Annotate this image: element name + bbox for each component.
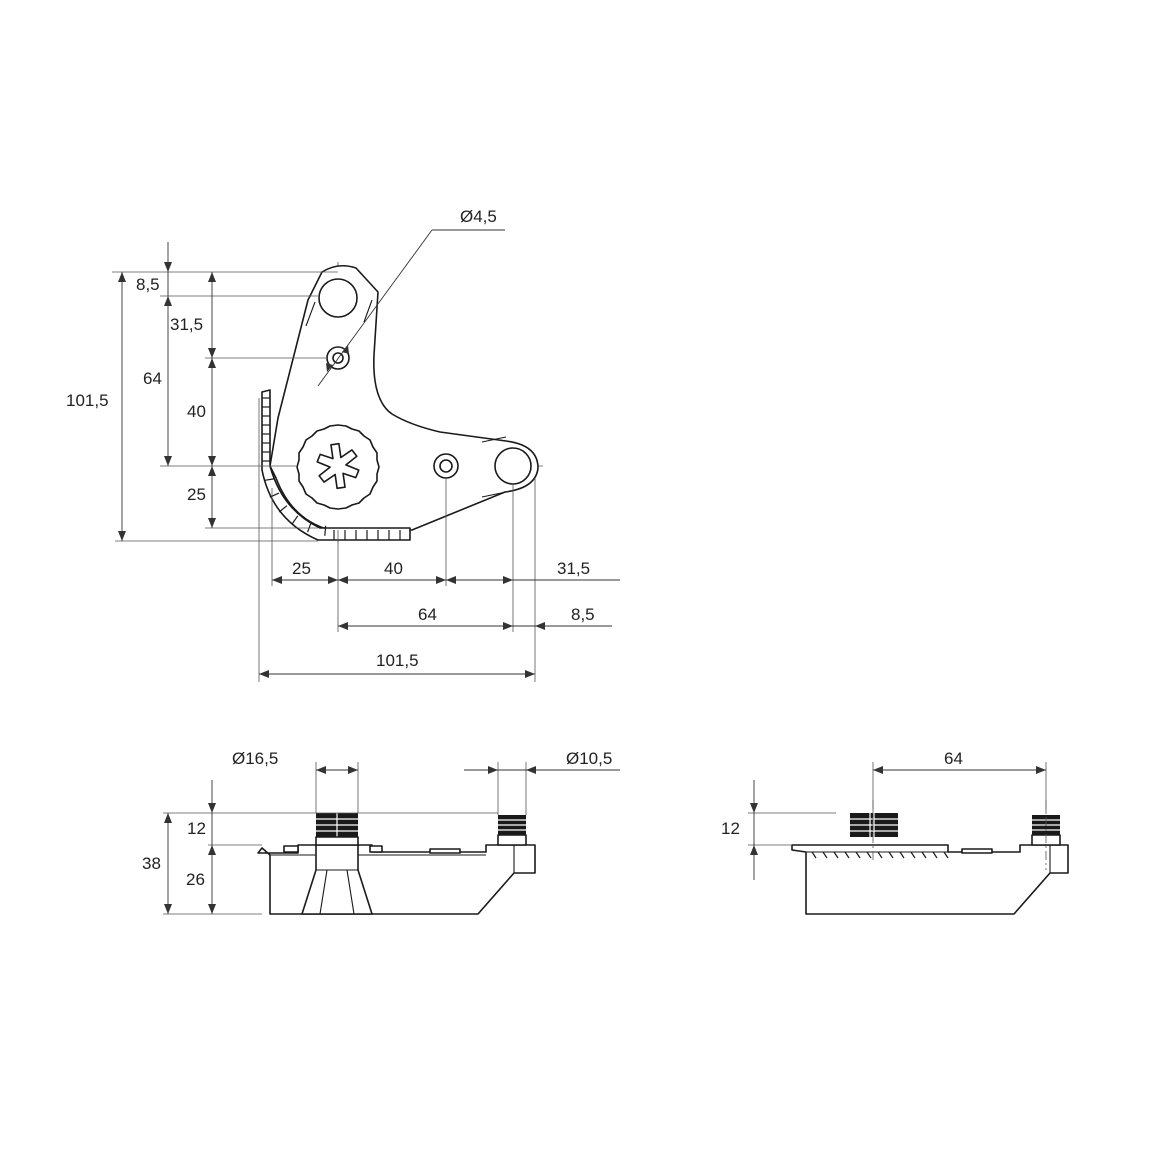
tooth-line — [291, 515, 299, 525]
tooth-line — [921, 851, 927, 859]
label-12-front: 12 — [187, 819, 206, 838]
label-101-5-horizontal: 101,5 — [376, 651, 419, 670]
tooth-line — [888, 851, 894, 859]
label-diameter-4-5: Ø4,5 — [460, 207, 497, 226]
label-64-horizontal: 64 — [418, 605, 437, 624]
label-12-side: 12 — [721, 819, 740, 838]
label-101-5-vertical: 101,5 — [66, 391, 109, 410]
tooth-line — [899, 851, 905, 859]
top-view: Ø4,5 8,5 31,5 64 40 101,5 25 — [66, 207, 620, 682]
tooth-line — [910, 851, 916, 859]
side-body — [791, 844, 1069, 915]
tooth-line — [932, 851, 938, 859]
label-25-vertical: 25 — [187, 485, 206, 504]
label-40-horizontal: 40 — [384, 559, 403, 578]
label-64-side: 64 — [944, 749, 963, 768]
label-38-front: 38 — [142, 854, 161, 873]
tooth-line — [855, 851, 861, 859]
label-31-5-horizontal: 31,5 — [557, 559, 590, 578]
tooth-line — [833, 851, 839, 859]
tooth-line — [943, 851, 949, 859]
tooth-line — [866, 851, 872, 859]
label-31-5-vertical: 31,5 — [170, 315, 203, 334]
tooth-line — [269, 492, 280, 498]
tooth-line — [264, 478, 275, 481]
gear-teeth — [261, 389, 411, 541]
label-diameter-16-5: Ø16,5 — [232, 749, 278, 768]
tooth-line — [307, 522, 312, 533]
label-8-5-vertical: 8,5 — [136, 275, 160, 294]
side-view: 64 12 — [721, 749, 1069, 915]
toothed-hub — [296, 424, 380, 510]
front-view: 12 38 26 Ø16,5 Ø10,5 — [142, 749, 620, 915]
tooth-line — [324, 525, 327, 536]
label-64-vertical: 64 — [143, 369, 162, 388]
right-ring-hole — [494, 447, 532, 485]
tooth-line — [811, 851, 817, 859]
tooth-line — [278, 505, 288, 513]
label-25-horizontal: 25 — [292, 559, 311, 578]
label-diameter-10-5: Ø10,5 — [566, 749, 612, 768]
label-40-vertical: 40 — [187, 402, 206, 421]
tooth-line — [822, 851, 828, 859]
top-ring-hole — [318, 278, 358, 318]
label-8-5-horizontal: 8,5 — [571, 605, 595, 624]
tooth-line — [844, 851, 850, 859]
label-26-front: 26 — [186, 870, 205, 889]
tooth-line — [877, 851, 883, 859]
